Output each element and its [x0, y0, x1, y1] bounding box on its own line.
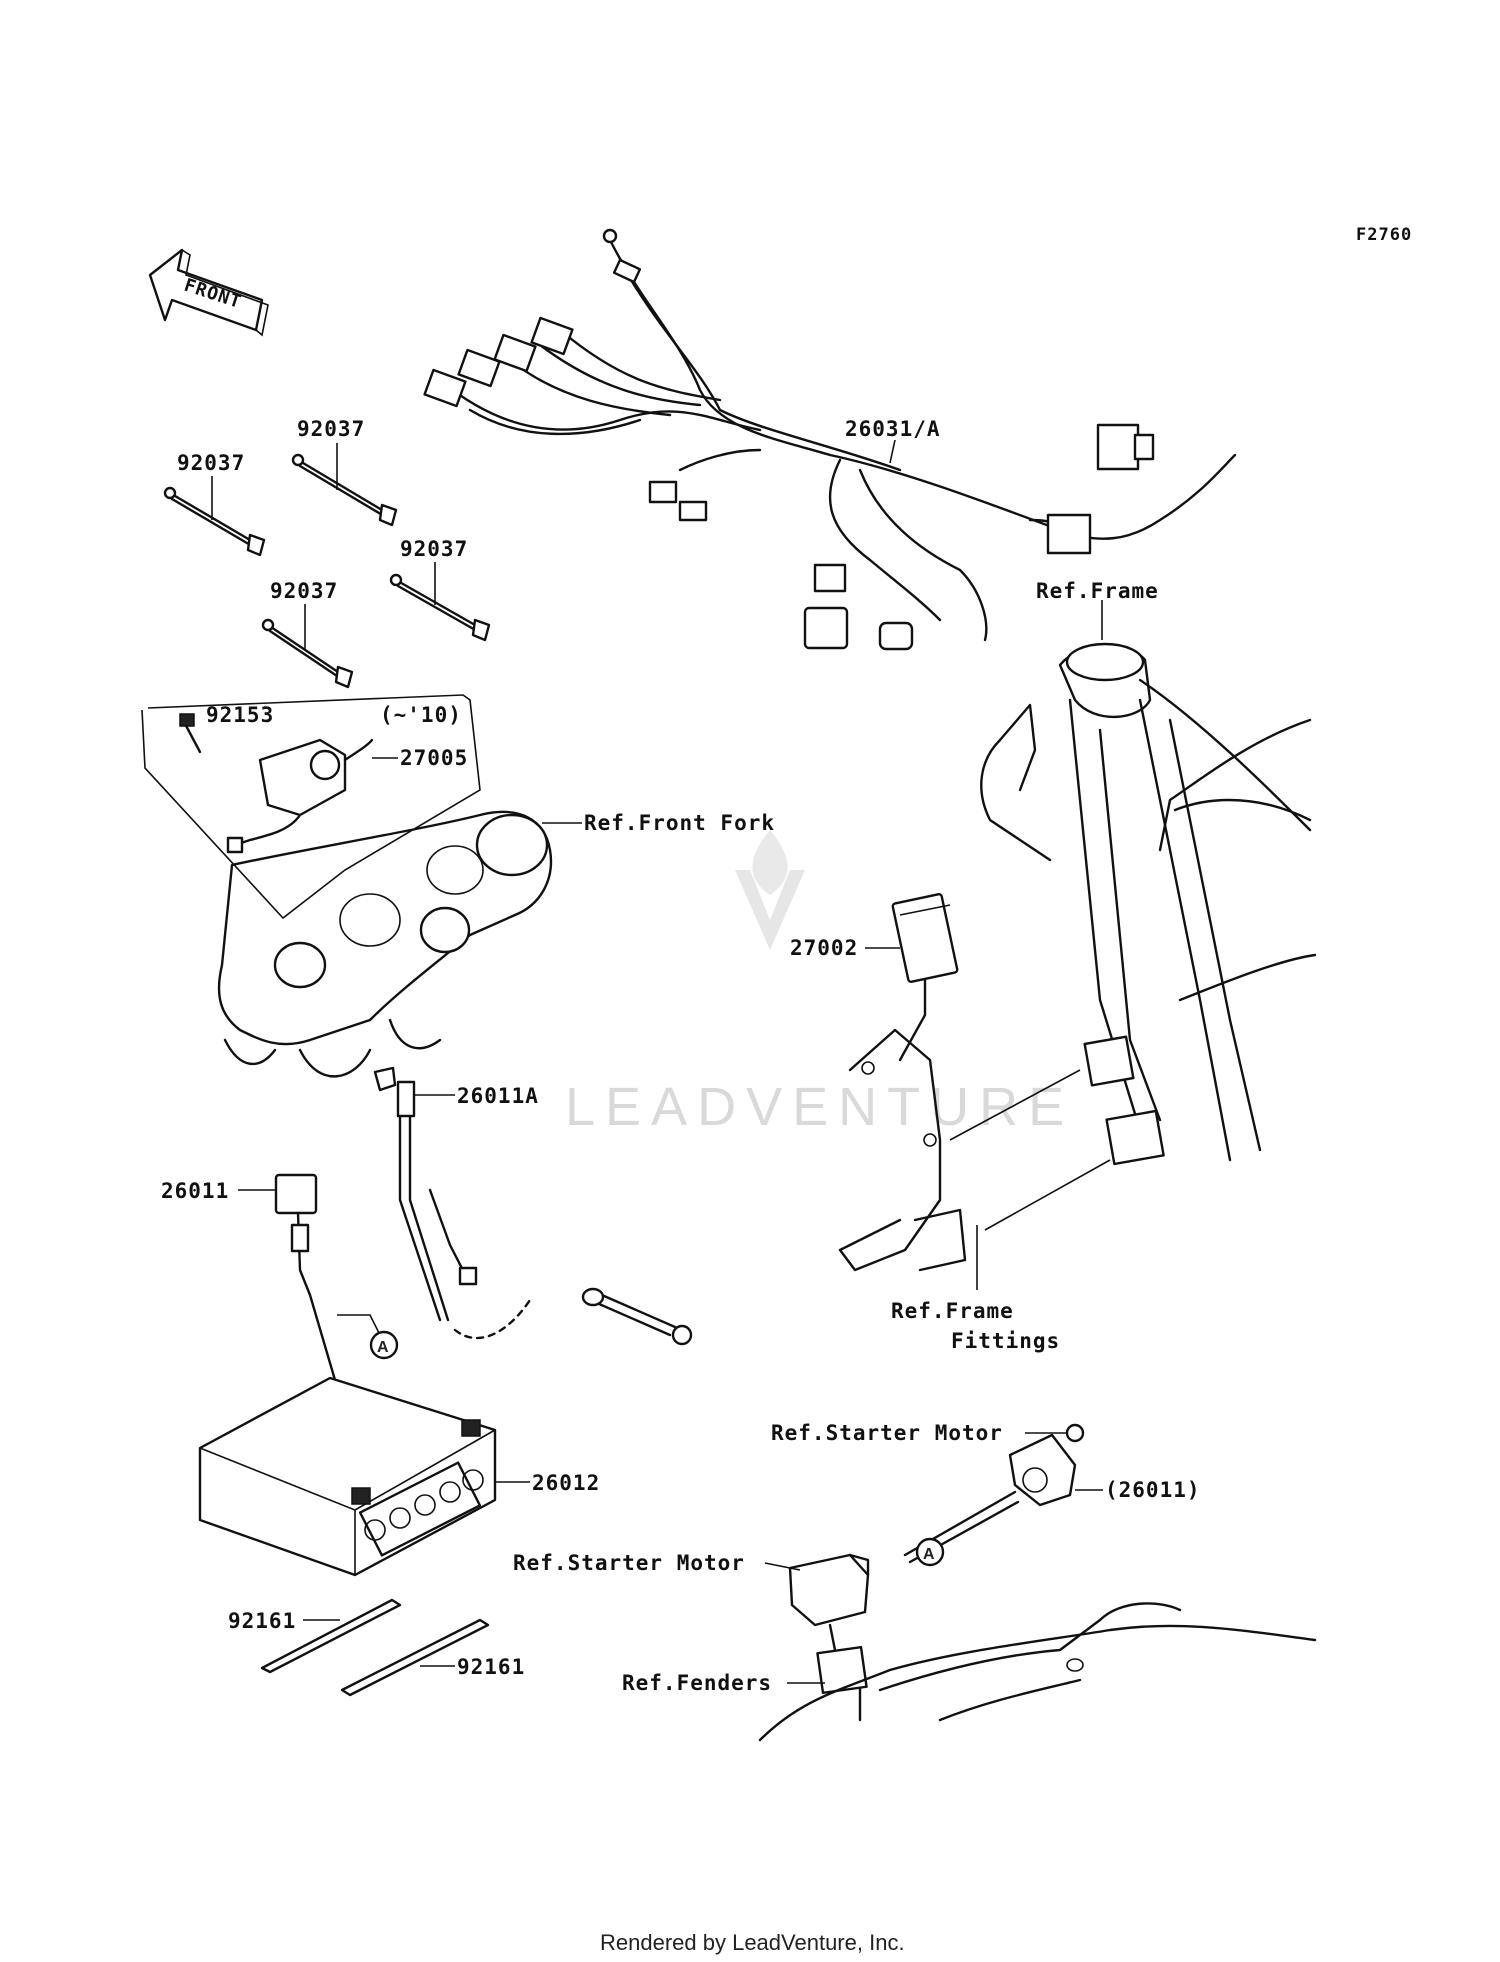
- positive-cable-part: [373, 1066, 693, 1346]
- frame-label: Ref.Frame: [1036, 579, 1159, 603]
- switch-inset-box: [141, 694, 481, 920]
- band-label-2: 92037: [177, 451, 245, 475]
- battery-label: 26012: [532, 1471, 600, 1495]
- watermark: LEADVENTURE: [565, 830, 1074, 1137]
- frame-fittings-label-1: Ref.Frame: [891, 1299, 1014, 1323]
- footer-credit: Rendered by LeadVenture, Inc.: [600, 1930, 905, 1955]
- band-label-4: 92037: [270, 579, 338, 603]
- year-note: (~'10): [380, 703, 462, 727]
- watermark-text: LEADVENTURE: [565, 1077, 1074, 1137]
- starter-motor-label-1: Ref.Starter Motor: [771, 1421, 1003, 1445]
- band-parts: [163, 453, 491, 689]
- frame-fittings-label-2: Fittings: [951, 1329, 1060, 1353]
- front-fork-reference: [217, 810, 553, 1078]
- switch-label: 27005: [400, 746, 468, 770]
- starter-cable-label: (26011): [1105, 1478, 1201, 1502]
- frame-reference: [980, 642, 1317, 1166]
- relay-bracket-part: [838, 893, 1111, 1272]
- starter-motor-label-2: Ref.Starter Motor: [513, 1551, 745, 1575]
- pad-parts: [260, 1598, 490, 1697]
- pad-label-1: 92161: [228, 1609, 296, 1633]
- starter-relay-reference: [758, 1423, 1317, 1742]
- negative-cable-label: 26011: [161, 1179, 229, 1203]
- front-fork-label: Ref.Front Fork: [584, 811, 775, 835]
- callout-a-starter: A: [923, 1546, 935, 1563]
- band-label-3: 92037: [400, 537, 468, 561]
- diagram-code: F2760: [1356, 225, 1412, 245]
- battery-part: [198, 1376, 497, 1577]
- fenders-label: Ref.Fenders: [622, 1671, 772, 1695]
- bolt-label: 92153: [206, 703, 274, 727]
- callout-a-battery: A: [377, 1339, 389, 1356]
- relay-label: 27002: [790, 936, 858, 960]
- main-harness-part: [423, 228, 1237, 651]
- pad-label-2: 92161: [457, 1655, 525, 1679]
- front-arrow-badge: FRONT: [148, 248, 269, 337]
- band-label-1: 92037: [297, 417, 365, 441]
- harness-label: 26031/A: [845, 417, 941, 441]
- positive-cable-label: 26011A: [457, 1084, 539, 1108]
